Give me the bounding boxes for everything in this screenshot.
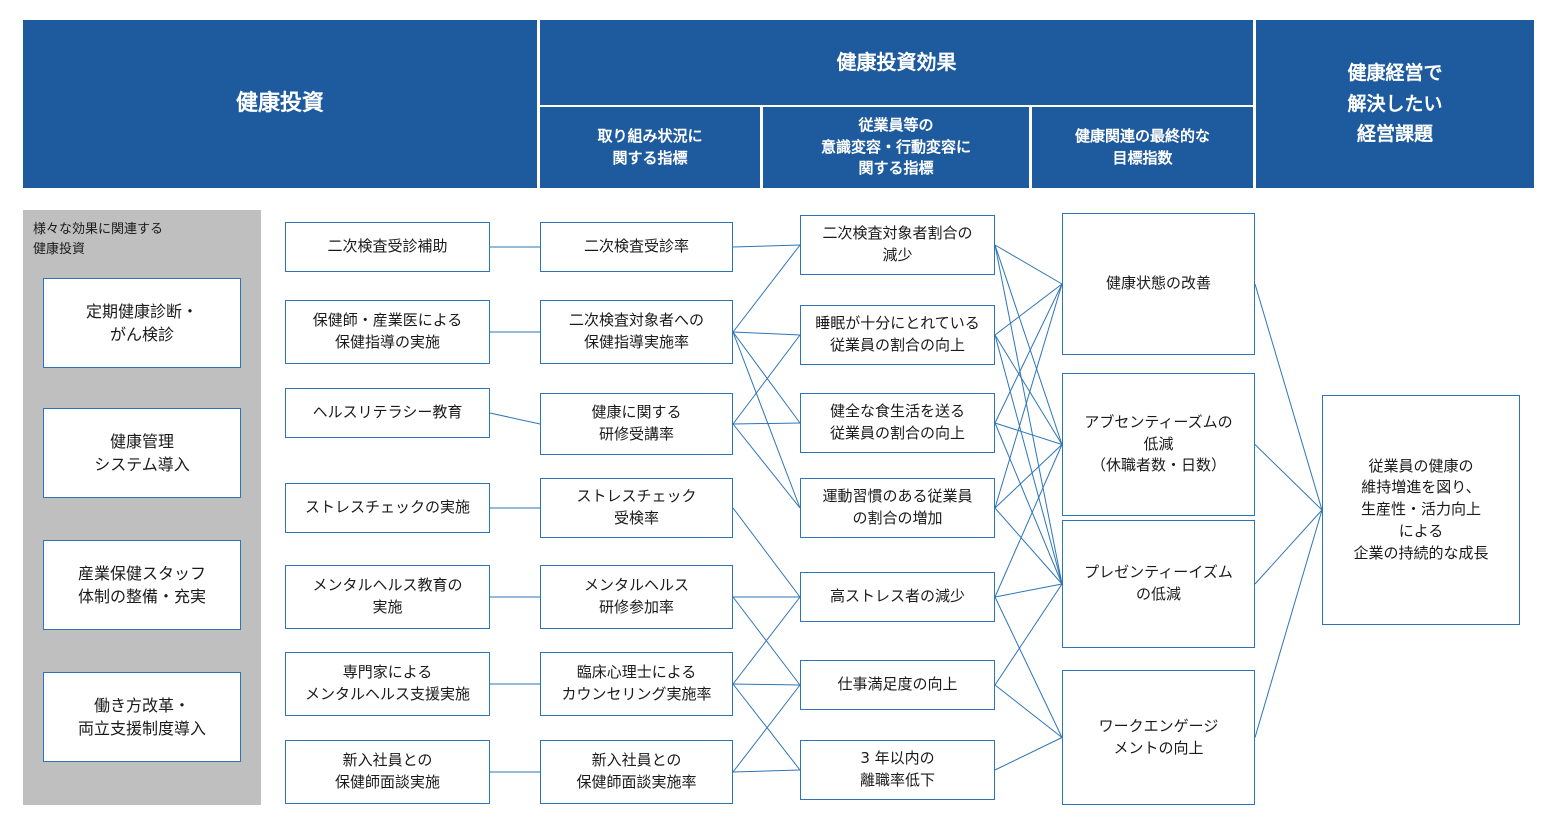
- node-sp3: 産業保健スタッフ 体制の整備・充実: [43, 540, 241, 630]
- node-ind2: 二次検査対象者への 保健指導実施率: [540, 300, 733, 364]
- edge-ind6-beh7: [732, 683, 801, 771]
- edge-beh2-goal2: [994, 334, 1063, 445]
- node-beh3: 健全な食生活を送る 従業員の割合の向上: [800, 393, 995, 453]
- edge-goal2-final: [1254, 444, 1323, 511]
- edge-ind3-beh3: [732, 422, 801, 425]
- node-beh6: 仕事満足度の向上: [800, 660, 995, 710]
- edge-goal3-final: [1254, 509, 1323, 585]
- edge-ind7-beh6: [732, 684, 801, 773]
- edge-inv3-ind3: [489, 412, 541, 425]
- edge-beh3-goal1: [994, 283, 1063, 424]
- node-ind1: 二次検査受診率: [540, 222, 733, 272]
- node-ind6: 臨床心理士による カウンセリング実施率: [540, 652, 733, 716]
- header-status-indicators: 取り組み状況に 関する指標: [540, 107, 760, 188]
- edge-beh2-goal1: [994, 283, 1063, 336]
- node-sp2: 健康管理 システム導入: [43, 408, 241, 498]
- edge-beh5-goal2: [994, 444, 1063, 598]
- header-management-issue: 健康経営で 解決したい 経営課題: [1256, 20, 1534, 188]
- edge-beh4-goal2: [994, 444, 1063, 509]
- edge-beh3-goal2: [994, 422, 1063, 445]
- edge-ind1-beh1: [732, 244, 801, 248]
- node-inv4: ストレスチェックの実施: [285, 483, 490, 533]
- edge-beh1-goal1: [994, 244, 1063, 285]
- node-beh7: 3 年以内の 離職率低下: [800, 740, 995, 800]
- node-inv2: 保健師・産業医による 保健指導の実施: [285, 300, 490, 364]
- header-behavior-indicators: 従業員等の 意識変容・行動変容に 関する指標: [763, 107, 1029, 188]
- edge-beh1-goal2: [994, 244, 1063, 445]
- node-ind5: メンタルヘルス 研修参加率: [540, 565, 733, 629]
- node-inv7: 新入社員との 保健師面談実施: [285, 740, 490, 804]
- edge-ind2-beh3: [732, 331, 801, 424]
- edge-beh3-goal3: [994, 422, 1063, 585]
- edge-ind5-beh6: [732, 596, 801, 686]
- edge-ind3-beh4: [732, 423, 801, 509]
- node-goal1: 健康状態の改善: [1062, 213, 1255, 355]
- node-beh1: 二次検査対象者割合の 減少: [800, 215, 995, 275]
- node-inv3: ヘルスリテラシー教育: [285, 388, 490, 438]
- edge-beh5-goal3: [994, 583, 1063, 598]
- node-beh2: 睡眠が十分にとれている 従業員の割合の向上: [800, 305, 995, 365]
- edge-ind2-beh2: [732, 331, 801, 336]
- edge-goal1-final: [1254, 283, 1323, 511]
- header-health-investment: 健康投資: [23, 20, 537, 188]
- node-goal2: アブセンティーズムの 低減 （休職者数・日数）: [1062, 373, 1255, 516]
- edge-beh5-goal4: [994, 596, 1063, 738]
- node-ind3: 健康に関する 研修受講率: [540, 393, 733, 455]
- edge-beh6-goal4: [994, 684, 1063, 738]
- node-beh5: 高ストレス者の減少: [800, 572, 995, 622]
- header-final-goal-indicators: 健康関連の最終的な 目標指数: [1032, 107, 1253, 188]
- header-investment-effect: 健康投資効果: [540, 20, 1253, 105]
- node-ind7: 新入社員との 保健師面談実施率: [540, 740, 733, 804]
- edge-beh4-goal1: [994, 283, 1063, 509]
- edge-beh6-goal3: [994, 583, 1063, 686]
- node-goal3: プレゼンティーイズム の低減: [1062, 520, 1255, 648]
- edge-ind6-beh6: [732, 683, 801, 686]
- node-beh4: 運動習慣のある従業員 の割合の増加: [800, 478, 995, 538]
- node-inv1: 二次検査受診補助: [285, 222, 490, 272]
- edge-beh2-goal3: [994, 334, 1063, 585]
- node-ind4: ストレスチェック 受検率: [540, 478, 733, 538]
- edge-ind3-beh2: [732, 334, 801, 425]
- investment-category-caption: 様々な効果に関連する 健康投資: [33, 222, 164, 258]
- edge-ind7-beh7: [732, 769, 801, 773]
- node-sp4: 働き方改革・ 両立支援制度導入: [43, 672, 241, 762]
- edge-ind2-beh4: [732, 331, 801, 509]
- edge-goal4-final: [1254, 509, 1323, 738]
- node-inv6: 専門家による メンタルヘルス支援実施: [285, 652, 490, 716]
- node-goal4: ワークエンゲージ メントの向上: [1062, 670, 1255, 805]
- edge-ind4-beh5: [732, 507, 801, 598]
- edge-ind2-beh1: [732, 244, 801, 333]
- node-inv5: メンタルヘルス教育の 実施: [285, 565, 490, 629]
- node-sp1: 定期健康診断・ がん検診: [43, 278, 241, 368]
- edge-beh4-goal3: [994, 507, 1063, 585]
- edge-beh1-goal3: [994, 244, 1063, 585]
- node-final: 従業員の健康の 維持増進を図り、 生産性・活力向上 による 企業の持続的な成長: [1322, 395, 1520, 625]
- edge-beh7-goal4: [994, 737, 1063, 771]
- edge-ind6-beh5: [732, 596, 801, 685]
